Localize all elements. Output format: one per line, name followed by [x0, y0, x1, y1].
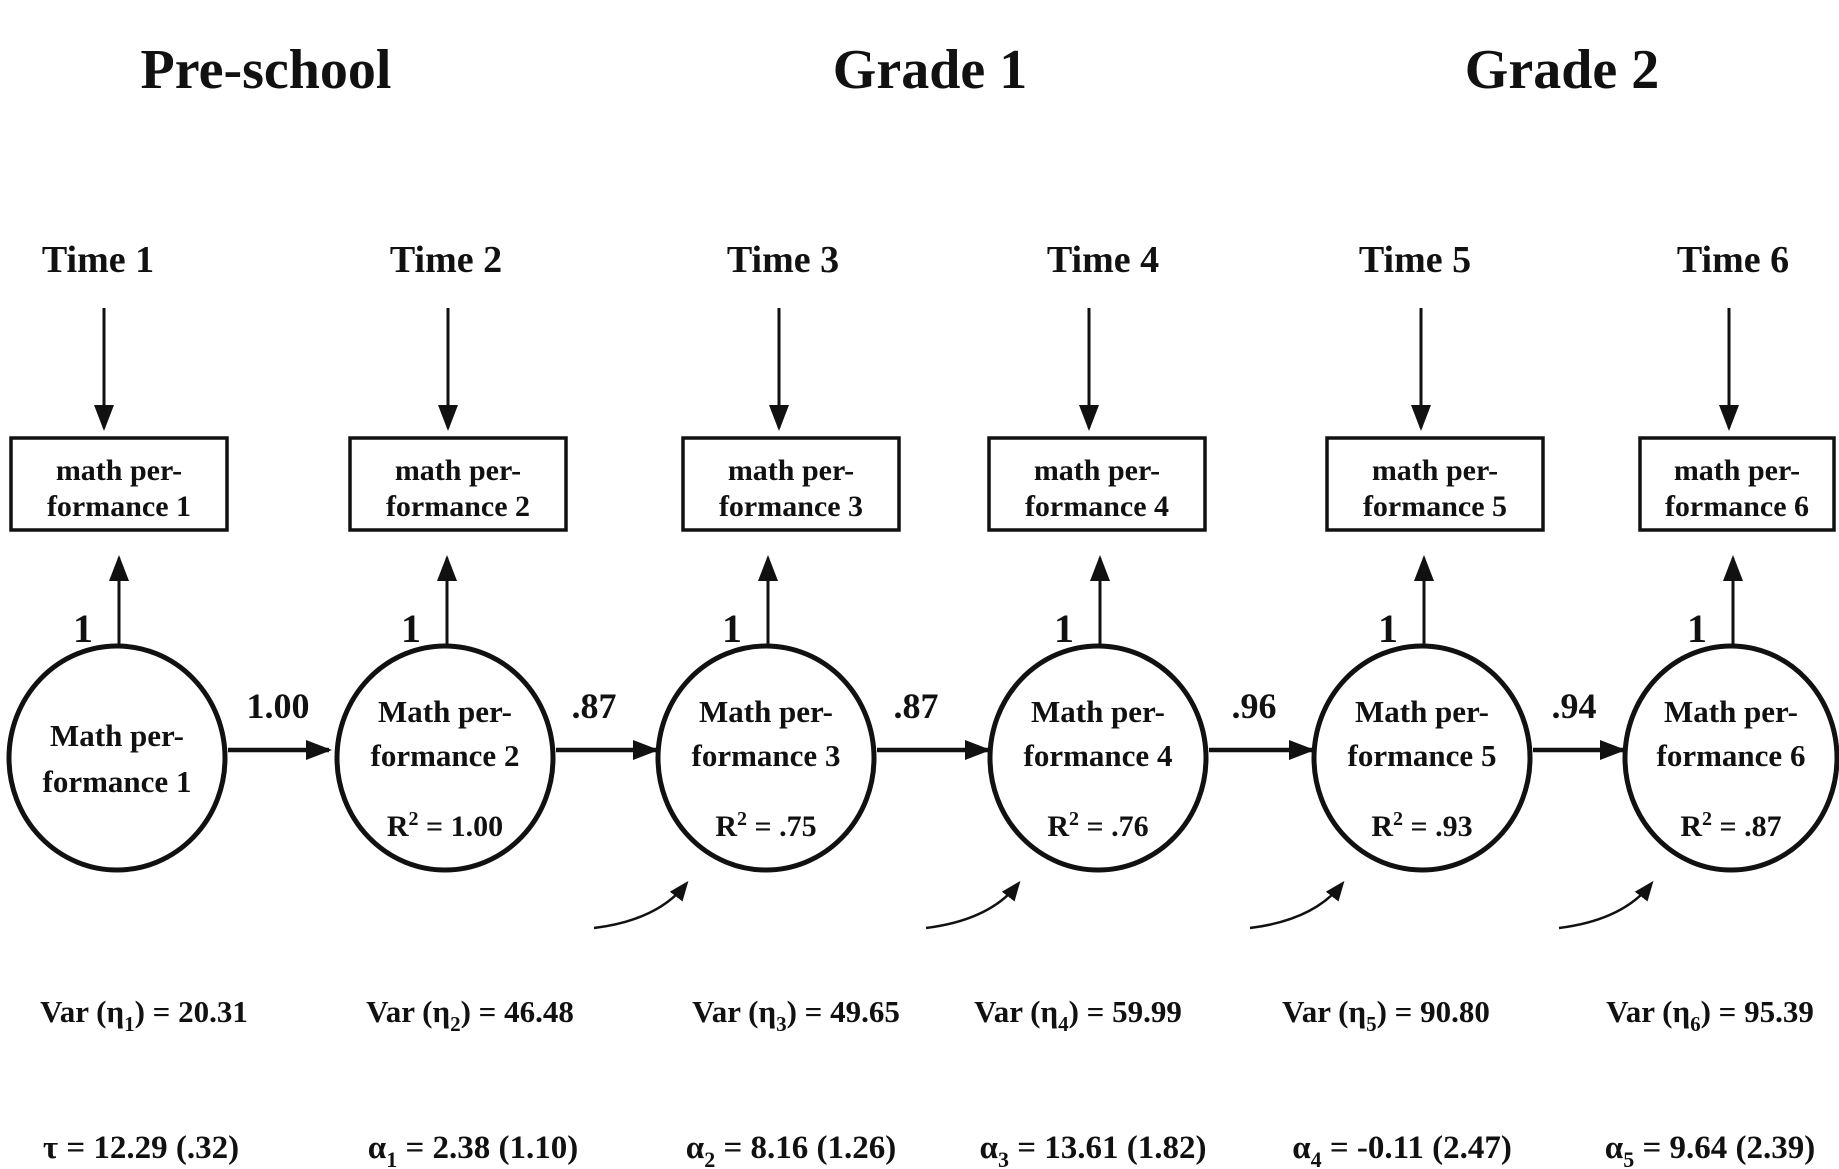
latent-circle-2	[334, 643, 556, 873]
loading-label-4: 1	[1054, 606, 1074, 651]
column-time3: Time 3 math per- formance 3 1 Math per- …	[593, 239, 901, 1169]
observed-box-6-line1: math per-	[1674, 454, 1800, 487]
variance-label-3: Var (η3) = 49.65	[692, 994, 900, 1036]
path-coefficient-1-2: 1.00	[247, 686, 310, 726]
observed-box-5-line2: formance 5	[1363, 490, 1507, 523]
residual-arrow-6	[1558, 880, 1654, 930]
path-coefficient-3-4: .87	[894, 686, 939, 726]
latent-circle-2-line1: Math per-	[378, 694, 512, 729]
intercept-label-5: α4 = -0.11 (2.47)	[1292, 1130, 1512, 1169]
variance-label-5: Var (η5) = 90.80	[1282, 994, 1490, 1036]
loading-label-3: 1	[722, 606, 742, 651]
observed-box-2-line1: math per-	[395, 454, 521, 487]
r-squared-4: R2 = .76	[1047, 808, 1148, 843]
intercept-label-1: τ = 12.29 (.32)	[43, 1130, 239, 1166]
structural-paths: 1.00 .87 .87 .96 .94	[228, 686, 1626, 760]
observed-box-2-line2: formance 2	[386, 490, 530, 523]
intercept-label-2: α1 = 2.38 (1.10)	[368, 1130, 578, 1169]
latent-circle-5-line1: Math per-	[1355, 694, 1489, 729]
column-time4: Time 4 math per- formance 4 1 Math per- …	[925, 239, 1209, 1169]
latent-circle-6-line2: formance 6	[1657, 738, 1806, 773]
loading-label-1: 1	[73, 606, 93, 651]
latent-circle-1-line1: Math per-	[50, 718, 184, 753]
observed-box-5-line1: math per-	[1372, 454, 1498, 487]
group-header-grade2: Grade 2	[1465, 39, 1659, 101]
column-time1: Time 1 math per- formance 1 1 Math per- …	[6, 239, 248, 1166]
variance-label-6: Var (η6) = 95.39	[1606, 994, 1814, 1036]
path-coefficient-4-5: .96	[1232, 686, 1277, 726]
observed-box-1-line1: math per-	[56, 454, 182, 487]
latent-circle-6-line1: Math per-	[1664, 694, 1798, 729]
intercept-label-4: α3 = 13.61 (1.82)	[980, 1130, 1207, 1169]
r-squared-3: R2 = .75	[715, 808, 816, 843]
variance-label-4: Var (η4) = 59.99	[974, 994, 1182, 1036]
observed-box-4-line1: math per-	[1034, 454, 1160, 487]
time-label-4: Time 4	[1047, 239, 1159, 281]
column-time2: Time 2 math per- formance 2 1 Math per- …	[334, 239, 578, 1169]
loading-label-5: 1	[1378, 606, 1398, 651]
latent-circle-5-line2: formance 5	[1348, 738, 1497, 773]
column-time6: Time 6 math per- formance 6 1 Math per- …	[1558, 239, 1839, 1169]
observed-box-6-line2: formance 6	[1665, 490, 1809, 523]
observed-box-3	[681, 436, 901, 532]
intercept-label-3: α2 = 8.16 (1.26)	[686, 1130, 896, 1169]
path-coefficient-2-3: .87	[572, 686, 617, 726]
time-label-1: Time 1	[42, 239, 154, 281]
observed-box-4-line2: formance 4	[1025, 490, 1169, 523]
loading-label-6: 1	[1687, 606, 1707, 651]
r-squared-5: R2 = .93	[1371, 808, 1472, 843]
group-header-grade1: Grade 1	[833, 39, 1027, 101]
observed-box-5	[1325, 436, 1545, 532]
observed-box-3-line1: math per-	[728, 454, 854, 487]
residual-arrow-4	[925, 880, 1021, 930]
time-label-6: Time 6	[1677, 239, 1789, 281]
observed-box-1	[9, 436, 229, 532]
group-header-preschool: Pre-school	[141, 39, 392, 101]
time-label-5: Time 5	[1359, 239, 1471, 281]
observed-box-3-line2: formance 3	[719, 490, 863, 523]
latent-circle-3-line2: formance 3	[692, 738, 841, 773]
r-squared-2: R2 = 1.00	[387, 808, 503, 843]
intercept-label-6: α5 = 9.64 (2.39)	[1605, 1130, 1815, 1169]
latent-circle-3-line1: Math per-	[699, 694, 833, 729]
variance-label-2: Var (η2) = 46.48	[366, 994, 574, 1036]
latent-circle-4-line1: Math per-	[1031, 694, 1165, 729]
variance-label-1: Var (η1) = 20.31	[40, 994, 248, 1036]
residual-arrow-3	[593, 880, 689, 930]
path-coefficient-5-6: .94	[1552, 686, 1597, 726]
latent-circle-1	[6, 643, 228, 873]
observed-box-2	[348, 436, 568, 532]
r-squared-6: R2 = .87	[1680, 808, 1781, 843]
column-time5: Time 5 math per- formance 5 1 Math per- …	[1249, 239, 1545, 1169]
loading-label-2: 1	[401, 606, 421, 651]
latent-circle-1-line2: formance 1	[43, 764, 192, 799]
observed-box-1-line2: formance 1	[47, 490, 191, 523]
time-label-3: Time 3	[727, 239, 839, 281]
observed-box-4	[987, 436, 1207, 532]
latent-circle-4-line2: formance 4	[1024, 738, 1173, 773]
time-label-2: Time 2	[390, 239, 502, 281]
latent-circle-2-line2: formance 2	[371, 738, 520, 773]
observed-box-6	[1638, 436, 1836, 532]
residual-arrow-5	[1249, 880, 1345, 930]
